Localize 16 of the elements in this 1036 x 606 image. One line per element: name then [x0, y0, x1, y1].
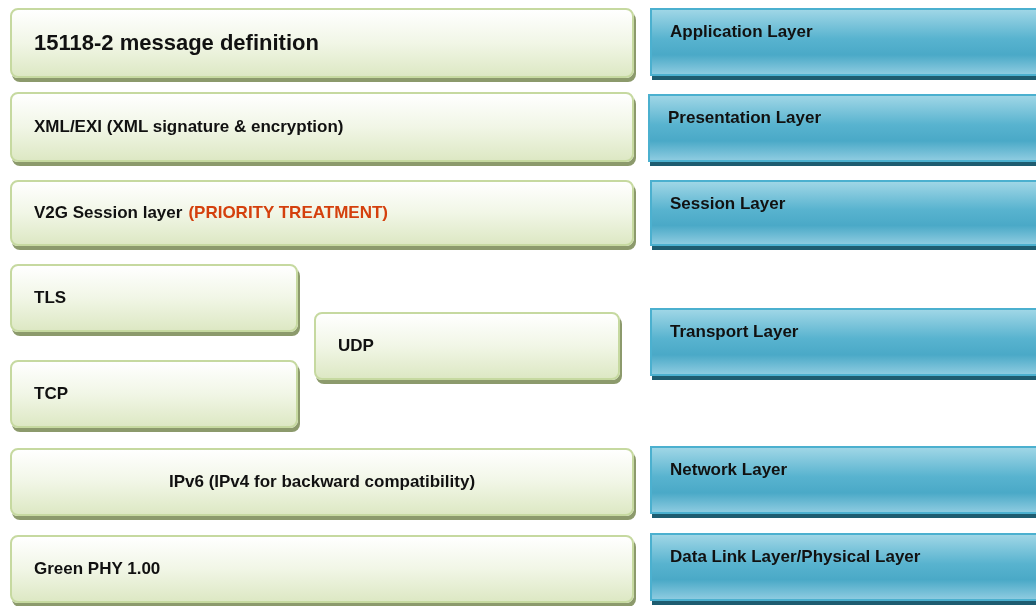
box-label: Green PHY 1.00 [34, 559, 161, 579]
box-label: V2G Session layer [34, 203, 183, 223]
box-label: 15118-2 message definition [34, 30, 319, 56]
box-label: Presentation Layer [668, 108, 822, 128]
box-label: Session Layer [670, 194, 786, 214]
protocol-box [10, 535, 634, 603]
highlight-note: (PRIORITY TREATMENT) [188, 203, 388, 223]
box-label: Transport Layer [670, 322, 799, 342]
box-label: Application Layer [670, 22, 813, 42]
box-label: TLS [34, 288, 67, 308]
box-label: Data Link Layer/Physical Layer [670, 547, 921, 567]
box-label: UDP [338, 336, 374, 356]
box-label: Network Layer [670, 460, 788, 480]
box-label: IPv6 (IPv4 for backward compatibility) [168, 472, 476, 492]
box-label: TCP [34, 384, 68, 404]
box-label: XML/EXI (XML signature & encryption) [34, 117, 344, 137]
